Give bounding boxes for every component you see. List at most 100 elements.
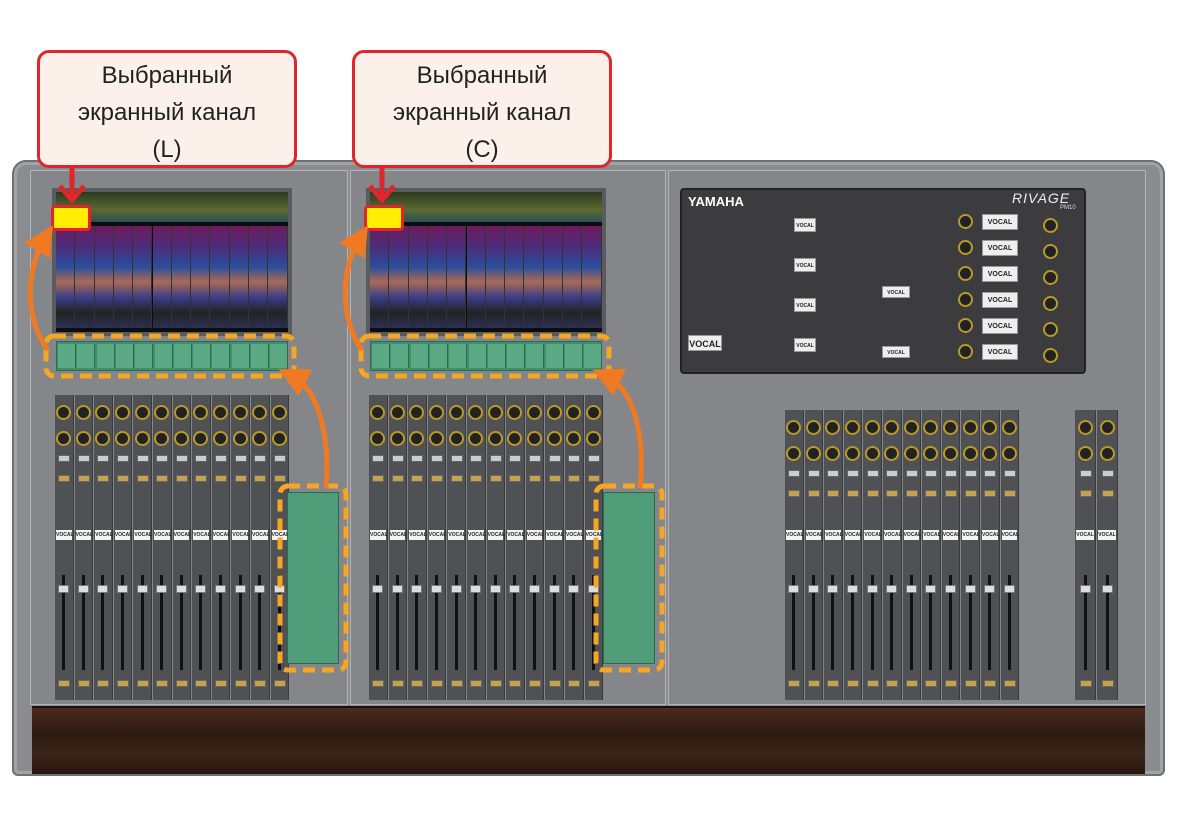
cue-button[interactable] xyxy=(827,680,840,687)
touch-and-turn-strip-left[interactable] xyxy=(56,341,289,371)
cue-button[interactable] xyxy=(156,680,169,687)
channel-knob[interactable] xyxy=(886,422,898,433)
touch-and-turn-cell[interactable] xyxy=(270,344,289,368)
matrix-knob[interactable] xyxy=(1044,298,1056,309)
touch-and-turn-cell[interactable] xyxy=(212,344,231,368)
matrix-knob[interactable] xyxy=(1044,350,1056,361)
gain-knob[interactable] xyxy=(1079,448,1091,459)
select-button[interactable] xyxy=(431,455,444,462)
cue-button[interactable] xyxy=(807,680,820,687)
on-button[interactable] xyxy=(568,475,581,482)
fader-knob[interactable] xyxy=(215,585,227,593)
fader-knob[interactable] xyxy=(1003,585,1015,593)
touch-and-turn-cell[interactable] xyxy=(372,344,390,368)
channel-knob[interactable] xyxy=(568,407,580,418)
channel-knob[interactable] xyxy=(136,407,148,418)
on-button[interactable] xyxy=(117,475,130,482)
screen-channel-column[interactable] xyxy=(447,226,467,328)
cue-button[interactable] xyxy=(509,680,522,687)
cue-button[interactable] xyxy=(58,680,71,687)
select-button[interactable] xyxy=(234,455,247,462)
select-button[interactable] xyxy=(136,455,149,462)
select-button[interactable] xyxy=(866,470,879,477)
channel-knob[interactable] xyxy=(156,407,168,418)
on-button[interactable] xyxy=(964,490,977,497)
cue-button[interactable] xyxy=(97,680,110,687)
gain-knob[interactable] xyxy=(984,448,996,459)
cue-button[interactable] xyxy=(254,680,267,687)
cue-button[interactable] xyxy=(925,680,938,687)
gain-knob[interactable] xyxy=(866,448,878,459)
cue-button[interactable] xyxy=(411,680,424,687)
fader-knob[interactable] xyxy=(886,585,898,593)
cue-button[interactable] xyxy=(984,680,997,687)
touch-and-turn-cell[interactable] xyxy=(251,344,269,368)
on-button[interactable] xyxy=(254,475,267,482)
select-button[interactable] xyxy=(215,455,228,462)
fader-knob[interactable] xyxy=(788,585,800,593)
select-button[interactable] xyxy=(273,455,286,462)
matrix-knob[interactable] xyxy=(959,320,971,331)
cue-button[interactable] xyxy=(391,680,404,687)
fader-knob[interactable] xyxy=(77,585,89,593)
channel-knob[interactable] xyxy=(548,407,560,418)
channel-knob[interactable] xyxy=(847,422,859,433)
matrix-knob[interactable] xyxy=(959,346,971,357)
fader-knob[interactable] xyxy=(984,585,996,593)
touch-and-turn-cell[interactable] xyxy=(507,344,526,368)
selected-channel-panel-left[interactable] xyxy=(287,492,339,664)
select-button[interactable] xyxy=(827,470,840,477)
screen-channel-column[interactable] xyxy=(210,226,230,328)
fader-knob[interactable] xyxy=(470,585,482,593)
on-button[interactable] xyxy=(489,475,502,482)
on-button[interactable] xyxy=(866,490,879,497)
on-button[interactable] xyxy=(984,490,997,497)
on-button[interactable] xyxy=(587,475,600,482)
on-button[interactable] xyxy=(215,475,228,482)
gain-knob[interactable] xyxy=(964,448,976,459)
fader-knob[interactable] xyxy=(529,585,541,593)
cue-button[interactable] xyxy=(847,680,860,687)
screen-channel-column[interactable] xyxy=(56,226,76,328)
select-button[interactable] xyxy=(195,455,208,462)
on-button[interactable] xyxy=(847,490,860,497)
gain-knob[interactable] xyxy=(886,448,898,459)
select-button[interactable] xyxy=(568,455,581,462)
on-button[interactable] xyxy=(1003,490,1016,497)
channel-knob[interactable] xyxy=(964,422,976,433)
on-button[interactable] xyxy=(807,490,820,497)
screen-channel-column[interactable] xyxy=(229,226,249,328)
on-button[interactable] xyxy=(273,475,286,482)
screen-channel-column[interactable] xyxy=(505,226,525,328)
screen-channel-column[interactable] xyxy=(152,226,172,328)
gain-knob[interactable] xyxy=(925,448,937,459)
cue-button[interactable] xyxy=(788,680,801,687)
cue-button[interactable] xyxy=(273,680,286,687)
gain-knob[interactable] xyxy=(548,433,560,444)
touch-and-turn-cell[interactable] xyxy=(231,344,250,368)
select-button[interactable] xyxy=(945,470,958,477)
selected-channel-panel-center[interactable] xyxy=(603,492,655,664)
screen-channel-column[interactable] xyxy=(249,226,269,328)
cue-button[interactable] xyxy=(886,680,899,687)
gain-knob[interactable] xyxy=(568,433,580,444)
screen-channel-column[interactable] xyxy=(485,226,506,328)
on-button[interactable] xyxy=(234,475,247,482)
gain-knob[interactable] xyxy=(1003,448,1015,459)
fader-knob[interactable] xyxy=(195,585,207,593)
cue-button[interactable] xyxy=(117,680,130,687)
select-button[interactable] xyxy=(847,470,860,477)
screen-channel-column[interactable] xyxy=(543,226,563,328)
matrix-knob[interactable] xyxy=(1044,324,1056,335)
fader-knob[interactable] xyxy=(254,585,266,593)
on-button[interactable] xyxy=(391,475,404,482)
on-button[interactable] xyxy=(1079,490,1092,497)
select-button[interactable] xyxy=(117,455,130,462)
on-button[interactable] xyxy=(136,475,149,482)
cue-button[interactable] xyxy=(136,680,149,687)
on-button[interactable] xyxy=(905,490,918,497)
select-button[interactable] xyxy=(470,455,483,462)
touch-and-turn-cell[interactable] xyxy=(391,344,410,368)
gain-knob[interactable] xyxy=(156,433,168,444)
gain-knob[interactable] xyxy=(489,433,501,444)
